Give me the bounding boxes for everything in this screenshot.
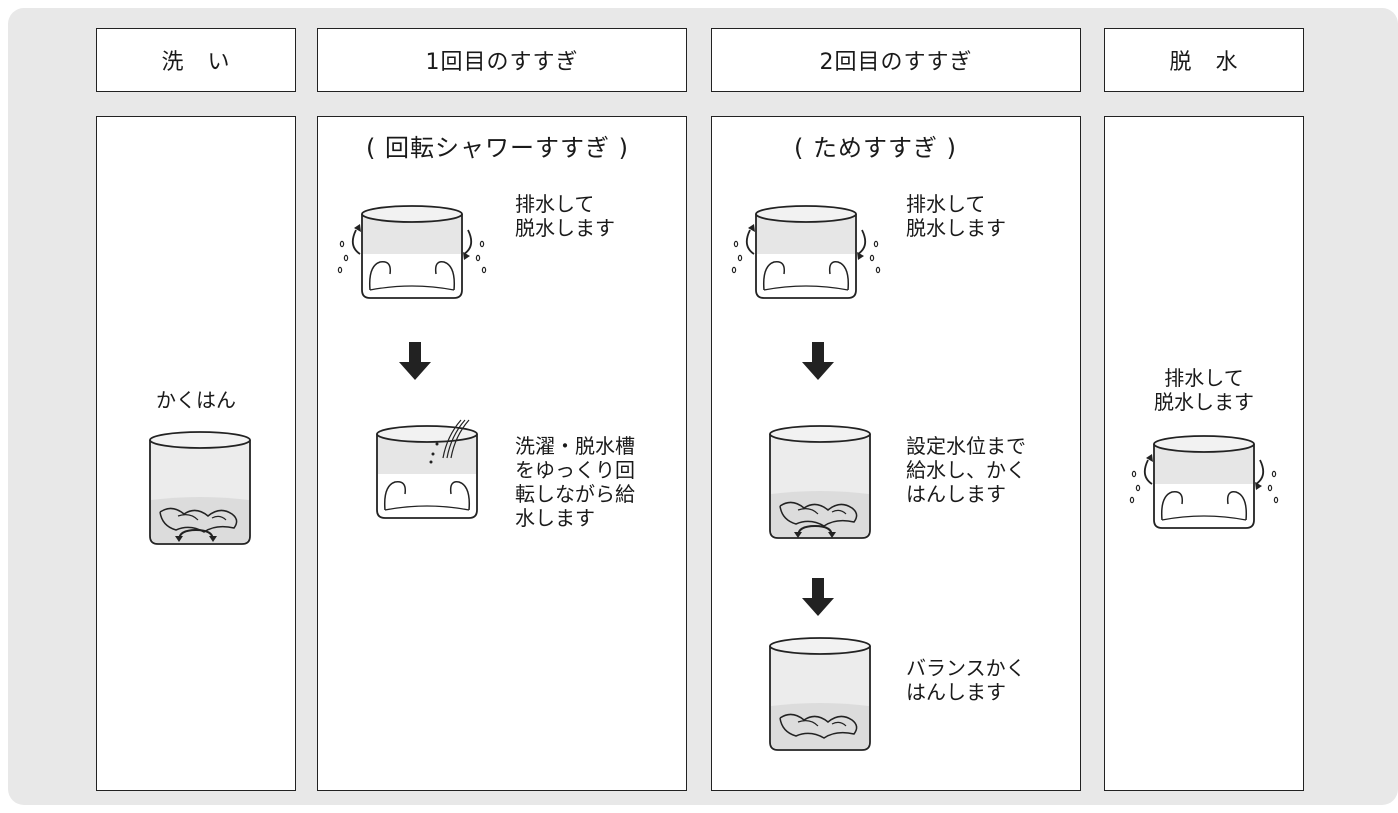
agitate-arrow-icon <box>790 522 840 538</box>
tub-spin-icon <box>726 194 886 304</box>
header-rinse2-label: 2回目のすすぎ <box>819 50 973 75</box>
tub-shower-icon <box>347 414 507 524</box>
tub-balance-icon <box>740 626 900 756</box>
down-arrow-icon <box>399 342 431 380</box>
rinse1-spin-text: 排水して 脱水します <box>515 192 615 240</box>
rinse2-subtitle: ( ためすすぎ ) <box>794 134 957 162</box>
header-wash-label: 洗 い <box>161 50 231 75</box>
tub-spin-icon <box>1124 424 1284 534</box>
header-wash: 洗 い <box>96 28 296 92</box>
tub-spin-icon <box>332 194 492 304</box>
rinse1-subtitle: ( 回転シャワーすすぎ ) <box>366 134 629 162</box>
rinse2-fill-text: 設定水位まで 給水し、かく はんします <box>906 434 1026 506</box>
down-arrow-icon <box>802 578 834 616</box>
header-rinse1: 1回目のすすぎ <box>317 28 687 92</box>
header-spin-label: 脱 水 <box>1169 50 1239 75</box>
spin-step-text: 排水して 脱水します <box>1154 366 1254 414</box>
rinse2-spin-text: 排水して 脱水します <box>906 192 1006 240</box>
down-arrow-icon <box>802 342 834 380</box>
header-rinse2: 2回目のすすぎ <box>711 28 1081 92</box>
rinse1-shower-text: 洗濯・脱水槽 をゆっくり回 転しながら給 水します <box>515 434 635 530</box>
rinse2-balance-text: バランスかく はんします <box>906 656 1026 704</box>
header-spin: 脱 水 <box>1104 28 1304 92</box>
agitate-arrow-icon <box>171 526 221 542</box>
wash-step-label: かくはん <box>156 388 236 412</box>
header-rinse1-label: 1回目のすすぎ <box>425 50 579 75</box>
